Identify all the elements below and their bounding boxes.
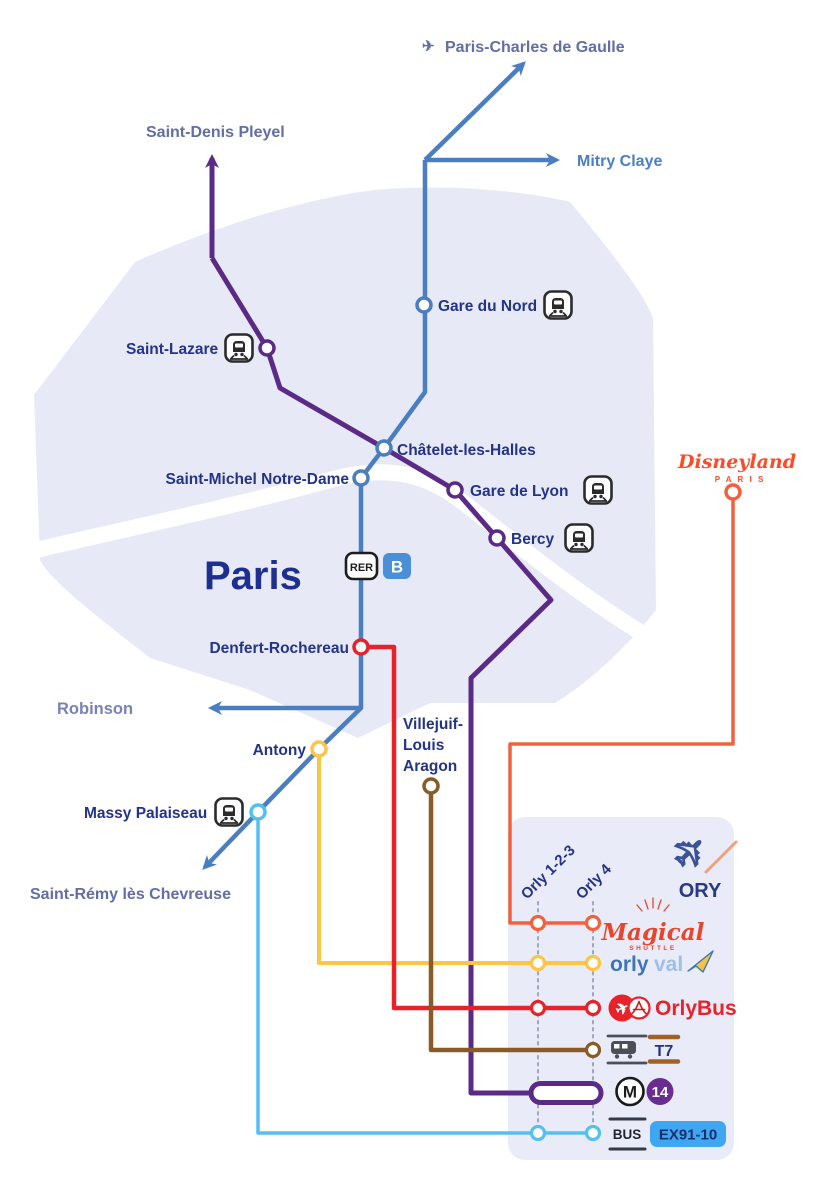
train-icon bbox=[564, 523, 594, 553]
paris-region bbox=[34, 187, 656, 738]
terminal-label-mitry: Mitry Claye bbox=[577, 153, 662, 170]
station-dot-gare-du-nord bbox=[415, 296, 433, 314]
orlybus-logo: ✈ OrlyBus bbox=[608, 994, 737, 1022]
tram-icon-window bbox=[614, 1044, 620, 1049]
metro-roundel-label: M bbox=[623, 1083, 637, 1102]
station-dot-denfert bbox=[352, 638, 370, 656]
rer-badge-label: RER bbox=[350, 562, 373, 574]
orly-dot-magical-t123 bbox=[529, 914, 547, 932]
metro-14-logo: M 14 bbox=[615, 1076, 674, 1107]
t7-logo: T7 bbox=[606, 1034, 681, 1065]
train-icon bbox=[214, 797, 244, 827]
metro-14-line bbox=[209, 256, 560, 1096]
bus-badge-bars bbox=[608, 1117, 647, 1151]
line-b-badge-frame bbox=[383, 553, 411, 579]
orly-dot-ex-t123 bbox=[529, 1124, 547, 1142]
station-label-saint-lazare: Saint-Lazare bbox=[126, 341, 219, 358]
cdg-plane-icon: ✈ bbox=[422, 38, 435, 55]
train-icon bbox=[583, 475, 613, 505]
orlybus-plane-icon: ✈ bbox=[613, 999, 632, 1020]
ex-bus-logo: BUS EX91-10 bbox=[608, 1117, 726, 1151]
rer-b-line bbox=[202, 160, 428, 870]
station-dot-chatelet bbox=[375, 439, 393, 457]
station-dot-saint-lazare bbox=[258, 339, 276, 357]
station-dot-antony bbox=[310, 740, 328, 758]
train-icon bbox=[543, 290, 573, 320]
rer-b-cdg-branch bbox=[423, 61, 526, 162]
orly-dot-ex-t4 bbox=[584, 1124, 602, 1142]
orly-dot-t7 bbox=[584, 1041, 602, 1059]
metro-roundel bbox=[615, 1076, 645, 1107]
station-label-saint-michel: Saint-Michel Notre-Dame bbox=[166, 471, 350, 488]
ory-plane-swoosh bbox=[704, 840, 738, 874]
orlybus-logo-text: OrlyBus bbox=[655, 997, 737, 1020]
station-label-massy: Massy Palaiseau bbox=[84, 805, 207, 822]
orlyval-paperplane-icon bbox=[687, 950, 714, 973]
terminal-label-cdg: Paris-Charles de Gaulle bbox=[445, 39, 625, 56]
orlyval-logo: orly val bbox=[610, 950, 714, 976]
station-dot-gare-de-lyon bbox=[446, 481, 464, 499]
tram-icon-bars bbox=[606, 1034, 648, 1065]
orly-dot-orlyval-t123 bbox=[529, 954, 547, 972]
line-14-roundel-label: 14 bbox=[652, 1084, 669, 1101]
station-dot-disneyland bbox=[724, 483, 742, 501]
station-label-gare-de-lyon: Gare de Lyon bbox=[470, 483, 568, 500]
ex-badge-frame bbox=[650, 1121, 726, 1147]
orlyval-logo-left: orly bbox=[610, 953, 649, 976]
ex-badge-label: EX91-10 bbox=[659, 1127, 717, 1144]
orly-dot-orlybus-t4 bbox=[584, 999, 602, 1017]
station-dot-massy bbox=[249, 803, 267, 821]
ory-code-label: ORY bbox=[679, 880, 722, 902]
station-dot-saint-michel bbox=[352, 469, 370, 487]
orly-station-metro14-pill bbox=[528, 1081, 604, 1105]
magical-shuttle-logo: Magical SHUTTLE bbox=[601, 897, 705, 952]
t7-line bbox=[428, 790, 593, 1053]
line-14-roundel bbox=[646, 1078, 674, 1105]
tram-icon-wheel bbox=[614, 1054, 620, 1059]
station-label-bercy: Bercy bbox=[511, 531, 554, 548]
station-label-villejuif-1: Villejuif- bbox=[403, 716, 463, 733]
terminal-label-saint-remy: Saint-Rémy lès Chevreuse bbox=[30, 886, 231, 903]
tram-icon-window bbox=[622, 1044, 628, 1049]
orlybus-eiffel-roundel bbox=[627, 996, 651, 1020]
disneyland-logo-name: Disneyland bbox=[677, 451, 796, 473]
train-icon bbox=[224, 333, 254, 363]
station-label-gare-du-nord: Gare du Nord bbox=[438, 298, 537, 315]
disneyland-logo: Disneyland P A R I S bbox=[677, 451, 796, 484]
eiffel-tower-icon bbox=[631, 1000, 647, 1015]
region-label-paris: Paris bbox=[204, 554, 302, 598]
orlyval-line bbox=[317, 752, 593, 965]
t7-badge-label: T7 bbox=[655, 1043, 674, 1060]
seine-river bbox=[20, 464, 664, 650]
station-label-denfert: Denfert-Rochereau bbox=[209, 640, 349, 657]
line-b-badge-label: B bbox=[391, 558, 403, 577]
orlybus-plane-roundel bbox=[608, 994, 636, 1022]
orly-dot-orlyval-t4 bbox=[584, 954, 602, 972]
disneyland-logo-sub: P A R I S bbox=[715, 475, 766, 484]
station-dot-bercy bbox=[488, 529, 506, 547]
rer-b-badge: RER B bbox=[344, 551, 411, 581]
magical-logo-text: Magical bbox=[601, 919, 705, 946]
terminal-label-robinson: Robinson bbox=[57, 700, 133, 718]
orlybus-line bbox=[363, 644, 593, 1011]
orly-airport-box bbox=[508, 817, 734, 1160]
station-label-villejuif-2: Louis bbox=[403, 737, 444, 754]
t7-badge-bars bbox=[647, 1034, 681, 1064]
orly-dot-orlybus-t123 bbox=[529, 999, 547, 1017]
station-dot-villejuif bbox=[422, 777, 440, 795]
orly-dot-magical-t4 bbox=[584, 914, 602, 932]
station-label-antony: Antony bbox=[253, 742, 307, 759]
magical-logo-sub: SHUTTLE bbox=[629, 945, 676, 952]
ex-bus-line bbox=[256, 816, 593, 1135]
rer-badge-frame bbox=[344, 551, 379, 581]
bus-badge-label: BUS bbox=[613, 1127, 642, 1142]
magical-rays bbox=[636, 897, 670, 912]
tram-icon-wheel bbox=[627, 1054, 633, 1059]
station-label-chatelet: Châtelet-les-Halles bbox=[397, 442, 536, 459]
terminal-label-saint-denis: Saint-Denis Pleyel bbox=[146, 124, 285, 141]
station-label-villejuif-3: Aragon bbox=[403, 758, 457, 775]
orlyval-logo-right: val bbox=[654, 953, 683, 976]
